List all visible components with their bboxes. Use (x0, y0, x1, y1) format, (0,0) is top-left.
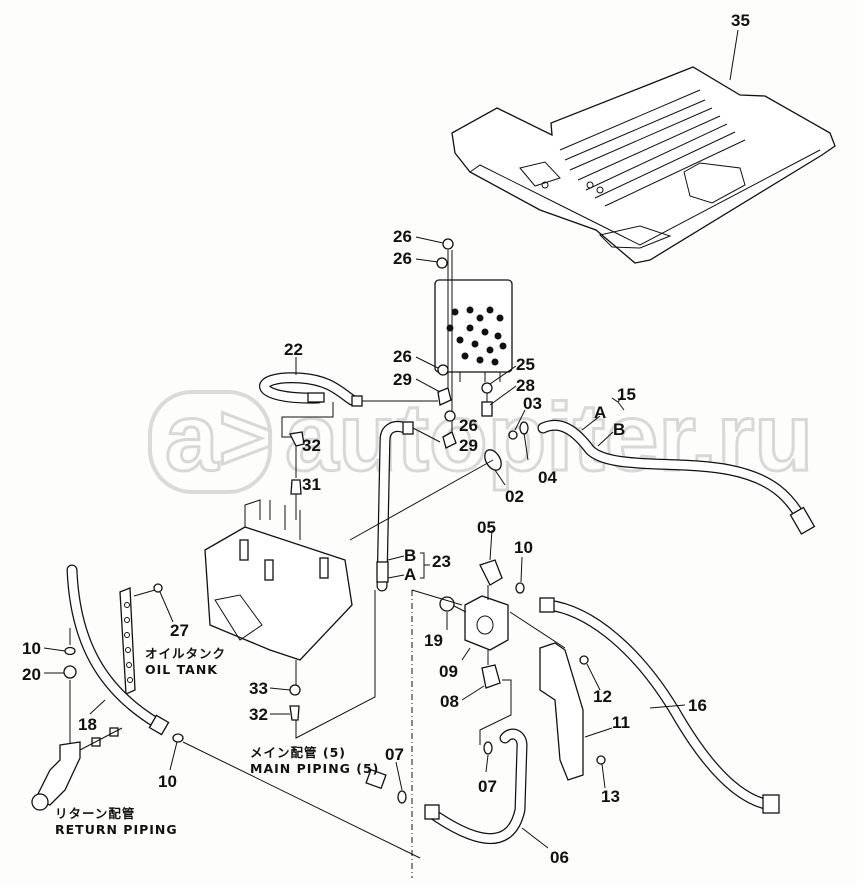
oring-07a (397, 790, 407, 804)
callout-06: 06 (550, 848, 569, 867)
callout-26a: 26 (393, 227, 412, 246)
elbow-29b (442, 431, 457, 449)
oring-04 (519, 421, 529, 435)
watermark: a> autopiter.ru (148, 383, 815, 494)
callout-15-a: A (594, 403, 606, 422)
elbow-08 (481, 664, 501, 689)
hose-06 (424, 728, 528, 844)
callout-26b: 26 (393, 249, 412, 268)
hose-18 (66, 564, 170, 736)
elbow-29a (437, 387, 452, 406)
callout-05: 05 (477, 518, 496, 537)
part-35-floor-plate (451, 66, 836, 264)
nut-33 (289, 684, 301, 696)
callout-labels: 35 26 26 22 26 29 25 28 03 26 29 04 02 1… (22, 11, 750, 867)
callout-07a: 07 (385, 745, 404, 764)
nut-26a (442, 238, 454, 250)
callout-25: 25 (516, 355, 535, 374)
callout-29b: 29 (459, 436, 478, 455)
bracket-27 (119, 587, 136, 695)
callout-33: 33 (249, 679, 268, 698)
callout-16: 16 (688, 696, 707, 715)
callout-23: 23 (432, 552, 451, 571)
callout-35: 35 (731, 11, 750, 30)
callout-28: 28 (516, 376, 535, 395)
callout-32b: 32 (249, 705, 268, 724)
bolt-12 (579, 655, 589, 665)
callout-04: 04 (538, 468, 557, 487)
callout-02: 02 (505, 487, 524, 506)
oring-07b (483, 741, 493, 755)
oring-10a (515, 582, 525, 594)
bolt-03 (508, 430, 518, 440)
adapter-31 (290, 479, 302, 495)
return-pipe (31, 727, 123, 811)
callout-23-a: A (404, 565, 416, 584)
callout-19: 19 (424, 631, 443, 650)
callout-12: 12 (593, 687, 612, 706)
hose-15 (537, 419, 816, 535)
callout-29a: 29 (393, 370, 412, 389)
return-piping-caption-en: RETURN PIPING (55, 822, 178, 837)
watermark-mark: a> (165, 384, 274, 491)
hose-16 (539, 597, 780, 814)
callout-15-b: B (613, 420, 625, 439)
oring-10c (172, 733, 184, 743)
callout-10c: 10 (158, 772, 177, 791)
callout-26c: 26 (393, 347, 412, 366)
callout-23-b: B (404, 546, 416, 565)
callout-10b: 10 (22, 639, 41, 658)
callout-20: 20 (22, 665, 41, 684)
nut-26d (444, 410, 456, 422)
control-valve (204, 499, 353, 661)
main-piping-caption-jp: メイン配管 (5) (250, 745, 346, 760)
callout-11: 11 (612, 713, 630, 732)
leader-lines (43, 29, 739, 849)
callout-03: 03 (523, 394, 542, 413)
oil-tank-caption-jp: オイルタンク (145, 646, 226, 661)
hose-22 (259, 372, 363, 407)
callout-27: 27 (170, 621, 189, 640)
callout-31: 31 (302, 475, 321, 494)
callout-10a: 10 (514, 538, 533, 557)
callout-07b: 07 (478, 777, 497, 796)
callout-15: 15 (617, 385, 636, 404)
elbow-32a (289, 431, 305, 447)
callout-08: 08 (440, 692, 459, 711)
main-piping-caption-en: MAIN PIPING (5) (250, 761, 379, 776)
fitting-19 (439, 596, 455, 612)
fitting-32b (289, 705, 300, 721)
return-piping-caption-jp: リターン配管 (55, 806, 135, 821)
callout-32a: 32 (302, 436, 321, 455)
captions: オイルタンク OIL TANK メイン配管 (5) MAIN PIPING (5… (55, 646, 379, 837)
fitting-25 (481, 382, 493, 394)
callout-09: 09 (439, 662, 458, 681)
elbow-05 (479, 559, 503, 586)
bolt-27 (153, 583, 163, 593)
callout-13: 13 (601, 787, 620, 806)
hose-23 (376, 421, 414, 592)
bracket-11 (539, 642, 584, 781)
nut-26b (436, 257, 448, 269)
oil-tank-caption-en: OIL TANK (145, 662, 218, 677)
bolt-13 (596, 755, 606, 765)
oring-10b (64, 646, 76, 656)
adapter-20 (63, 665, 77, 679)
block-09 (464, 595, 509, 651)
callout-18: 18 (78, 715, 97, 734)
adapter-07 (365, 768, 387, 790)
callout-26d: 26 (459, 416, 478, 435)
nut-26c (437, 364, 449, 376)
callout-22: 22 (284, 340, 303, 359)
